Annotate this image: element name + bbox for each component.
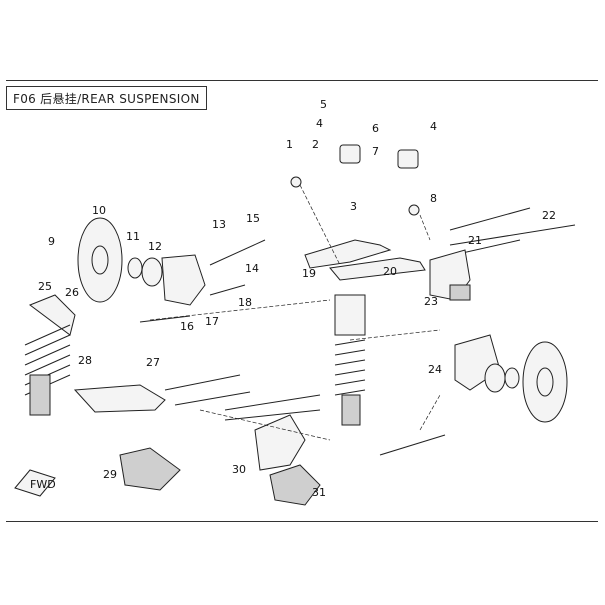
callout-22: 22	[542, 209, 556, 222]
callout-11: 11	[126, 230, 140, 243]
callout-labels: 1 2 3 4 4 5 6 7 8 9 10 11 12 13 14 15 16…	[38, 98, 556, 499]
callout-31: 31	[312, 486, 326, 499]
callout-21: 21	[468, 234, 482, 247]
forward-arrow: FWD	[14, 469, 56, 497]
callout-19: 19	[302, 267, 316, 280]
callout-16: 16	[180, 320, 194, 333]
callout-10: 10	[92, 204, 106, 217]
callout-1: 1	[286, 138, 293, 151]
callout-4b: 4	[430, 120, 437, 133]
brake-disc-right	[522, 341, 568, 423]
callout-29: 29	[103, 468, 117, 481]
diagram-frame	[6, 80, 598, 522]
lower-knuckle	[254, 414, 306, 471]
callout-26: 26	[65, 286, 79, 299]
callout-18: 18	[238, 296, 252, 309]
shock-absorber-center	[334, 294, 366, 426]
callout-30: 30	[232, 463, 246, 476]
forward-arrow-label: FWD	[30, 478, 56, 491]
callout-6: 6	[372, 122, 379, 135]
callout-3: 3	[350, 200, 357, 213]
skid-guard-left	[119, 447, 181, 491]
skid-guard-center	[269, 464, 321, 506]
callout-15: 15	[246, 212, 260, 225]
callout-27: 27	[146, 356, 160, 369]
upper-control-arm	[304, 239, 392, 269]
hub-right	[454, 334, 520, 393]
lower-control-arm	[329, 257, 426, 281]
bolts-lower	[164, 374, 446, 456]
callout-25: 25	[38, 280, 52, 293]
callout-12: 12	[148, 240, 162, 253]
shock-absorber-left	[24, 294, 76, 416]
callout-20: 20	[383, 265, 397, 278]
callout-14: 14	[245, 262, 259, 275]
knuckle-bracket-right	[429, 249, 471, 301]
stabilizer-bar	[290, 144, 422, 216]
lower-arm-left	[73, 384, 166, 413]
brake-disc-left	[77, 217, 123, 303]
callout-5: 5	[320, 98, 327, 111]
callout-9: 9	[48, 235, 55, 248]
callout-17: 17	[205, 315, 219, 328]
callout-23: 23	[424, 295, 438, 308]
callout-24: 24	[428, 363, 442, 376]
callout-8: 8	[430, 192, 437, 205]
bolts-upper-left	[139, 239, 266, 323]
callout-7: 7	[372, 145, 379, 158]
callout-13: 13	[212, 218, 226, 231]
callout-4: 4	[316, 117, 323, 130]
diagram-title: F06 后悬挂/REAR SUSPENSION	[6, 86, 207, 110]
hub-left	[127, 254, 206, 306]
callout-2: 2	[312, 138, 319, 151]
diagram-title-text: F06 后悬挂/REAR SUSPENSION	[13, 91, 200, 106]
callout-28: 28	[78, 354, 92, 367]
